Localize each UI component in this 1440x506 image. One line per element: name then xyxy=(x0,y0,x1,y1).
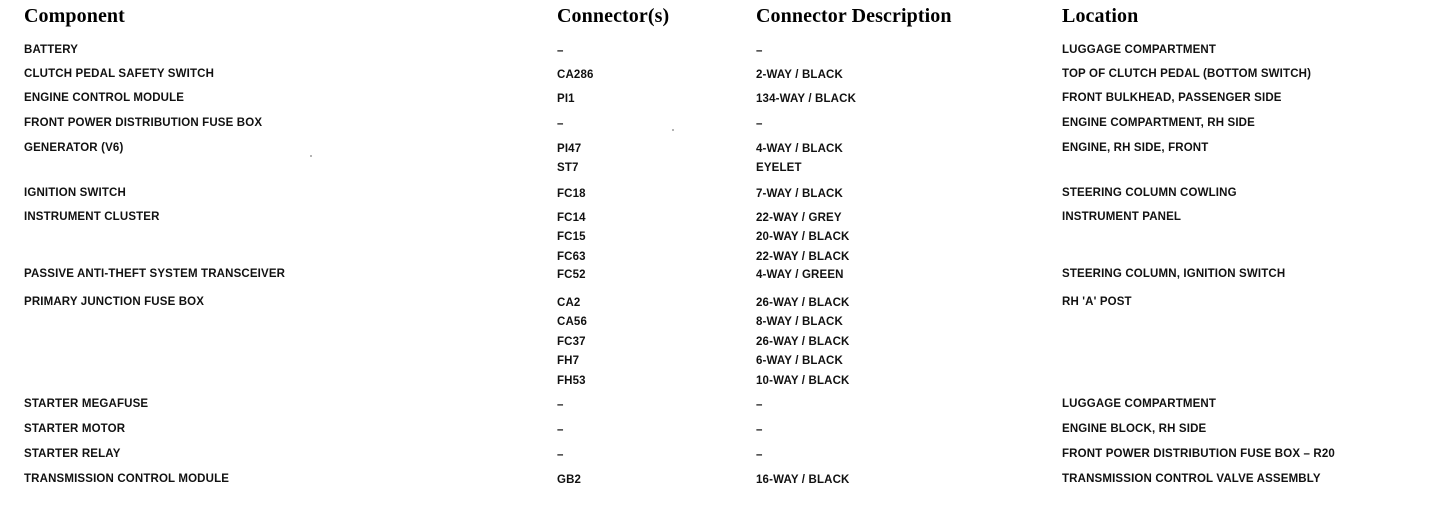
scan-speckle xyxy=(310,155,312,157)
connector-description-value: – xyxy=(756,424,763,436)
connector-description-value: 2-WAY / BLACK xyxy=(756,69,843,81)
column-header-connectors: Connector(s) xyxy=(557,5,670,27)
cell-location: ENGINE COMPARTMENT, RH SIDE xyxy=(1062,117,1255,129)
cell-connector-description: 4-WAY / GREEN xyxy=(756,266,1046,285)
connector-code: GB2 xyxy=(557,474,582,486)
connector-code: FC37 xyxy=(557,335,586,348)
table-header-row: Component Connector(s) Connector Descrip… xyxy=(0,4,1440,30)
cell-component: PRIMARY JUNCTION FUSE BOX xyxy=(24,296,205,308)
cell-location: RH 'A' POST xyxy=(1062,296,1132,308)
cell-component: PASSIVE ANTI-THEFT SYSTEM TRANSCEIVER xyxy=(24,268,286,280)
connector-code: PI47 xyxy=(557,143,582,155)
connector-code: – xyxy=(557,399,564,411)
cell-component: STARTER RELAY xyxy=(24,448,121,460)
cell-connectors: – xyxy=(557,421,747,440)
connector-code: FC14 xyxy=(557,212,586,224)
cell-location: LUGGAGE COMPARTMENT xyxy=(1062,398,1217,410)
cell-connector-description: – xyxy=(756,115,1046,134)
cell-connector-description: 22-WAY / GREY 20-WAY / BLACK 22-WAY / BLAC… xyxy=(756,209,1046,267)
connector-description-value: 10-WAY / BLACK xyxy=(756,374,850,387)
connector-code: – xyxy=(557,424,564,436)
cell-component: CLUTCH PEDAL SAFETY SWITCH xyxy=(24,68,215,80)
connector-description-value: 7-WAY / BLACK xyxy=(756,188,843,200)
connector-description-value: – xyxy=(756,449,763,461)
connector-description-value: 16-WAY / BLACK xyxy=(756,474,850,486)
cell-connector-description: 134-WAY / BLACK xyxy=(756,90,1046,109)
cell-component: FRONT POWER DISTRIBUTION FUSE BOX xyxy=(24,117,263,129)
column-header-location: Location xyxy=(1062,5,1139,27)
cell-component: STARTER MEGAFUSE xyxy=(24,398,149,410)
cell-connector-description: 16-WAY / BLACK xyxy=(756,471,1046,490)
cell-component: INSTRUMENT CLUSTER xyxy=(24,211,160,223)
cell-location: ENGINE, RH SIDE, FRONT xyxy=(1062,142,1209,154)
connector-description-value: – xyxy=(756,45,763,57)
cell-connectors: CA286 xyxy=(557,66,747,85)
cell-connectors: – xyxy=(557,396,747,415)
connector-description-value: EYELET xyxy=(756,162,802,175)
connector-description-value: 20-WAY / BLACK xyxy=(756,231,850,244)
connector-description-value: 26-WAY / BLACK xyxy=(756,297,850,309)
cell-component: GENERATOR (V6) xyxy=(24,142,124,154)
cell-component: ENGINE CONTROL MODULE xyxy=(24,92,185,104)
connector-code: – xyxy=(557,118,564,130)
cell-connector-description: – xyxy=(756,446,1046,465)
connector-description-value: – xyxy=(756,118,763,130)
connector-code: – xyxy=(557,449,564,461)
cell-connector-description: – xyxy=(756,42,1046,61)
cell-connectors: – xyxy=(557,115,747,134)
cell-connectors: FC18 xyxy=(557,185,747,204)
cell-location: INSTRUMENT PANEL xyxy=(1062,211,1182,223)
cell-connectors: GB2 xyxy=(557,471,747,490)
cell-location: TOP OF CLUTCH PEDAL (BOTTOM SWITCH) xyxy=(1062,68,1312,80)
connector-code: PI1 xyxy=(557,93,575,105)
cell-connectors: – xyxy=(557,42,747,61)
connector-description-value: 26-WAY / BLACK xyxy=(756,335,850,348)
cell-connector-description: 2-WAY / BLACK xyxy=(756,66,1046,85)
cell-location: TRANSMISSION CONTROL VALVE ASSEMBLY xyxy=(1062,473,1321,485)
connector-code: CA286 xyxy=(557,69,594,81)
cell-component: BATTERY xyxy=(24,44,79,56)
connector-code: CA56 xyxy=(557,316,588,329)
connector-description-value: 4-WAY / BLACK xyxy=(756,143,843,155)
connector-description-value: 22-WAY / GREY xyxy=(756,212,842,224)
cell-connectors: – xyxy=(557,446,747,465)
column-header-connector-description: Connector Description xyxy=(756,5,952,27)
cell-connectors: PI1 xyxy=(557,90,747,109)
cell-location: LUGGAGE COMPARTMENT xyxy=(1062,44,1217,56)
cell-location: FRONT POWER DISTRIBUTION FUSE BOX – R20 xyxy=(1062,448,1335,460)
cell-location: STEERING COLUMN COWLING xyxy=(1062,187,1237,199)
cell-connector-description: – xyxy=(756,396,1046,415)
connector-code: – xyxy=(557,45,564,57)
connector-code: FC63 xyxy=(557,250,586,263)
cell-connector-description: – xyxy=(756,421,1046,440)
connector-description-value: 4-WAY / GREEN xyxy=(756,269,844,281)
cell-connectors: FC52 xyxy=(557,266,747,285)
cell-component: STARTER MOTOR xyxy=(24,423,126,435)
cell-connector-description: 4-WAY / BLACK EYELET xyxy=(756,140,1046,179)
connector-code: CA2 xyxy=(557,297,581,309)
scan-speckle xyxy=(672,129,674,131)
cell-connector-description: 26-WAY / BLACK 8-WAY / BLACK 26-WAY / BLAC… xyxy=(756,294,1046,391)
cell-location: STEERING COLUMN, IGNITION SWITCH xyxy=(1062,268,1286,280)
connector-code: ST7 xyxy=(557,162,579,175)
connector-code: FC15 xyxy=(557,231,586,244)
connector-code: FC52 xyxy=(557,269,586,281)
cell-location: FRONT BULKHEAD, PASSENGER SIDE xyxy=(1062,92,1282,104)
connector-description-value: 134-WAY / BLACK xyxy=(756,93,857,105)
connector-description-value: – xyxy=(756,399,763,411)
connector-description-value: 22-WAY / BLACK xyxy=(756,250,850,263)
cell-component: TRANSMISSION CONTROL MODULE xyxy=(24,473,230,485)
cell-location: ENGINE BLOCK, RH SIDE xyxy=(1062,423,1207,435)
column-header-component: Component xyxy=(24,5,125,27)
connector-code: FH7 xyxy=(557,355,580,368)
connector-code: FH53 xyxy=(557,374,586,387)
connector-code: FC18 xyxy=(557,188,586,200)
cell-connector-description: 7-WAY / BLACK xyxy=(756,185,1046,204)
cell-component: IGNITION SWITCH xyxy=(24,187,126,199)
connector-description-value: 8-WAY / BLACK xyxy=(756,316,843,329)
connector-description-value: 6-WAY / BLACK xyxy=(756,355,843,368)
